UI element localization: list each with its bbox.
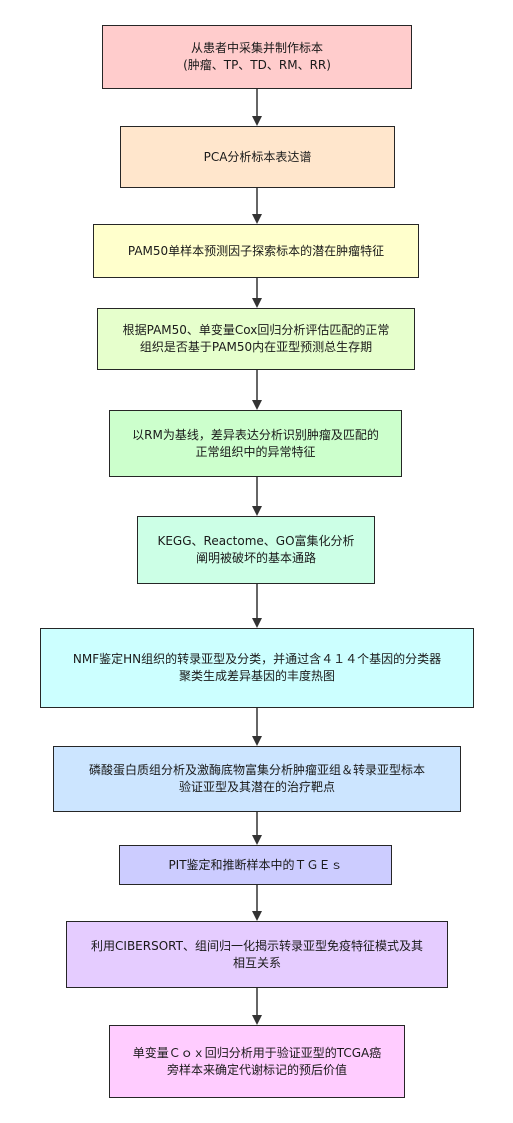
step-8-line-1: 磷酸蛋白质组分析及激酶底物富集分析肿瘤亚组＆转录亚型标本 bbox=[88, 763, 425, 777]
step-3-pam50: PAM50单样本预测因子探索标本的潜在肿瘤特征 bbox=[93, 224, 419, 278]
step-2-line-1: PCA分析标本表达谱 bbox=[203, 149, 312, 164]
step-6-line-1: KEGG、Reactome、GO富集化分析 bbox=[157, 534, 355, 548]
step-7-line-1: NMF鉴定HN组织的转录亚型及分类，并通过含４１４个基因的分类器 bbox=[72, 652, 442, 666]
step-11-line-1: 单变量Ｃｏｘ回归分析用于验证亚型的TCGA癌 bbox=[132, 1045, 382, 1060]
step-8-phosphoproteomics: 磷酸蛋白质组分析及激酶底物富集分析肿瘤亚组＆转录亚型标本 验证亚型及其潜在的治疗… bbox=[53, 746, 461, 812]
step-5-differential-expression: 以RM为基线，差异表达分析识别肿瘤及匹配的 正常组织中的异常特征 bbox=[109, 410, 402, 477]
step-4-line-2: 组织是否基于PAM50内在亚型预测总生存期 bbox=[139, 340, 373, 354]
step-7-nmf: NMF鉴定HN组织的转录亚型及分类，并通过含４１４个基因的分类器 聚类生成差异基… bbox=[40, 628, 474, 708]
step-4-cox-pam50: 根据PAM50、单变量Cox回归分析评估匹配的正常 组织是否基于PAM50内在亚… bbox=[97, 308, 415, 370]
step-1-sample-collection: 从患者中采集并制作标本 (肿瘤、TP、TD、RM、RR) bbox=[102, 25, 412, 89]
step-10-cibersort: 利用CIBERSORT、组间归一化揭示转录亚型免疫特征模式及其 相互关系 bbox=[66, 921, 448, 988]
step-10-line-2: 相互关系 bbox=[232, 955, 281, 970]
step-4-line-1: 根据PAM50、单变量Cox回归分析评估匹配的正常 bbox=[122, 323, 390, 337]
step-6-enrichment: KEGG、Reactome、GO富集化分析 阐明被破坏的基本通路 bbox=[137, 516, 375, 584]
step-1-line-2: (肿瘤、TP、TD、RM、RR) bbox=[183, 58, 331, 72]
step-10-line-1: 利用CIBERSORT、组间归一化揭示转录亚型免疫特征模式及其 bbox=[91, 938, 423, 953]
step-3-line-1: PAM50单样本预测因子探索标本的潜在肿瘤特征 bbox=[127, 243, 385, 258]
step-11-tcga-cox: 单变量Ｃｏｘ回归分析用于验证亚型的TCGA癌 旁样本来确定代谢标记的预后价值 bbox=[109, 1025, 405, 1098]
step-9-pit: PIT鉴定和推断样本中的ＴＧＥｓ bbox=[119, 845, 392, 885]
step-2-pca: PCA分析标本表达谱 bbox=[120, 126, 395, 188]
step-11-line-2: 旁样本来确定代谢标记的预后价值 bbox=[166, 1062, 347, 1077]
step-9-line-1: PIT鉴定和推断样本中的ＴＧＥｓ bbox=[168, 857, 343, 872]
step-7-line-2: 聚类生成差异基因的丰度热图 bbox=[178, 669, 335, 683]
step-5-line-2: 正常组织中的异常特征 bbox=[195, 444, 316, 459]
step-5-line-1: 以RM为基线，差异表达分析识别肿瘤及匹配的 bbox=[132, 427, 379, 442]
step-6-line-2: 阐明被破坏的基本通路 bbox=[195, 551, 316, 565]
step-8-line-2: 验证亚型及其潜在的治疗靶点 bbox=[178, 780, 335, 794]
step-1-line-1: 从患者中采集并制作标本 bbox=[190, 41, 323, 55]
